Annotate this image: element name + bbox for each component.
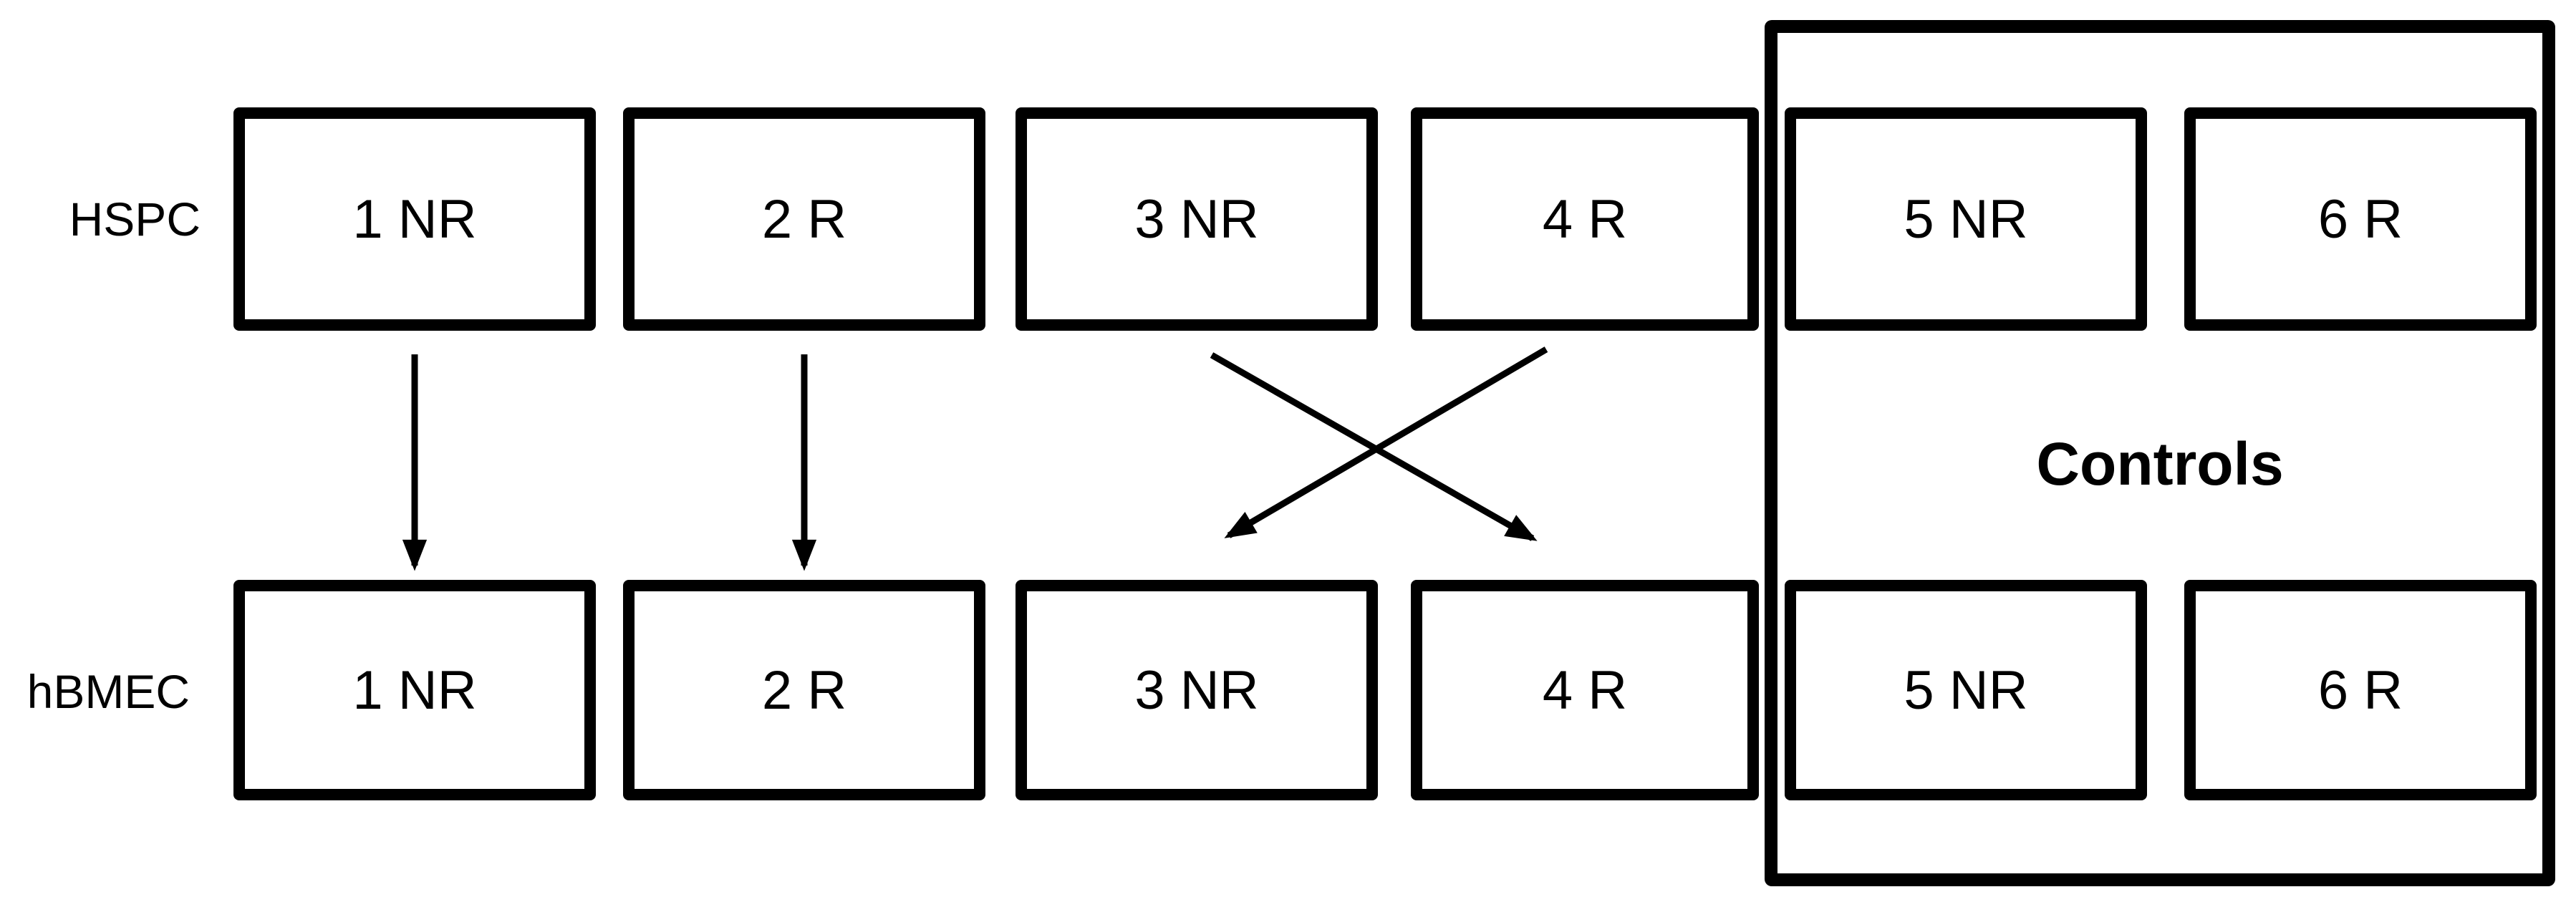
- hbmec-box-4: 4 R: [1411, 580, 1759, 800]
- arrow-hspc3-to-hbmec4: [1210, 352, 1538, 541]
- hbmec-box-3: 3 NR: [1016, 580, 1378, 800]
- controls-group-box: [1765, 20, 2555, 886]
- hspc-box-4: 4 R: [1411, 107, 1759, 331]
- hspc-box-1: 1 NR: [233, 107, 596, 331]
- hspc-box-3: 3 NR: [1016, 107, 1378, 331]
- arrow-hspc4-to-hbmec3: [1224, 346, 1548, 538]
- hbmec-box-5: 5 NR: [1785, 580, 2147, 800]
- hspc-box-6: 6 R: [2184, 107, 2537, 331]
- hbmec-box-1: 1 NR: [233, 580, 596, 800]
- hbmec-box-2: 2 R: [623, 580, 985, 800]
- hbmec-row-label: hBMEC: [26, 665, 190, 718]
- hbmec-box-6: 6 R: [2184, 580, 2537, 800]
- hspc-box-5: 5 NR: [1785, 107, 2147, 331]
- controls-label: Controls: [2036, 430, 2284, 498]
- hspc-row-label: HSPC: [69, 193, 201, 246]
- hspc-box-2: 2 R: [623, 107, 985, 331]
